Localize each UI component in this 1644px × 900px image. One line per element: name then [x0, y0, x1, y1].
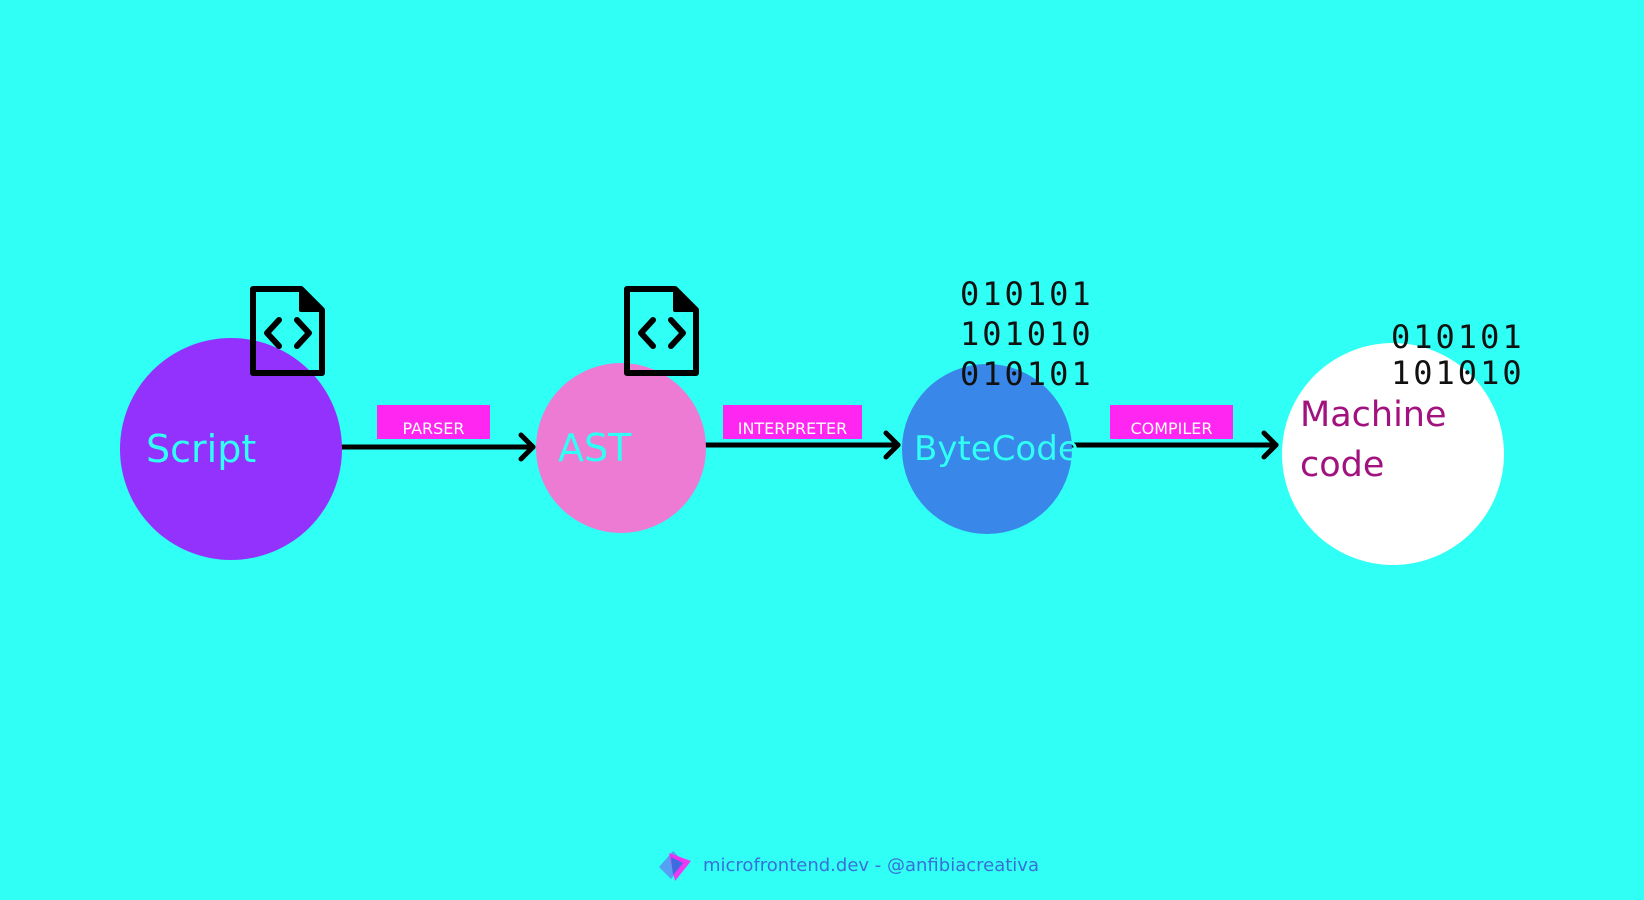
node-ast: AST	[536, 363, 706, 533]
edge-label-interpreter: INTERPRETER	[723, 405, 862, 439]
arrow-interpreter	[703, 430, 901, 460]
node-ast-label: AST	[558, 426, 632, 470]
code-file-icon	[250, 286, 325, 376]
binary-bytecode: 010101 101010 010101	[960, 275, 1094, 393]
edge-label-compiler: COMPILER	[1110, 405, 1233, 439]
binary-machine-code: 010101 101010	[1391, 318, 1525, 392]
microfrontend-logo-icon	[659, 851, 691, 881]
node-script-label: Script	[146, 427, 257, 471]
arrow-parser	[339, 432, 536, 462]
node-bytecode: ByteCode	[902, 364, 1079, 534]
edge-label-parser: PARSER	[377, 405, 490, 439]
footer: microfrontend.dev - @anfibiacreativa	[655, 848, 1039, 882]
node-bytecode-label: ByteCode	[914, 429, 1079, 469]
node-machine-code-label: Machine code	[1300, 395, 1447, 485]
footer-credit[interactable]: microfrontend.dev - @anfibiacreativa	[703, 854, 1039, 876]
node-machine-code: Machine code	[1282, 343, 1504, 565]
code-file-icon	[624, 286, 699, 376]
arrow-compiler	[1069, 430, 1279, 460]
